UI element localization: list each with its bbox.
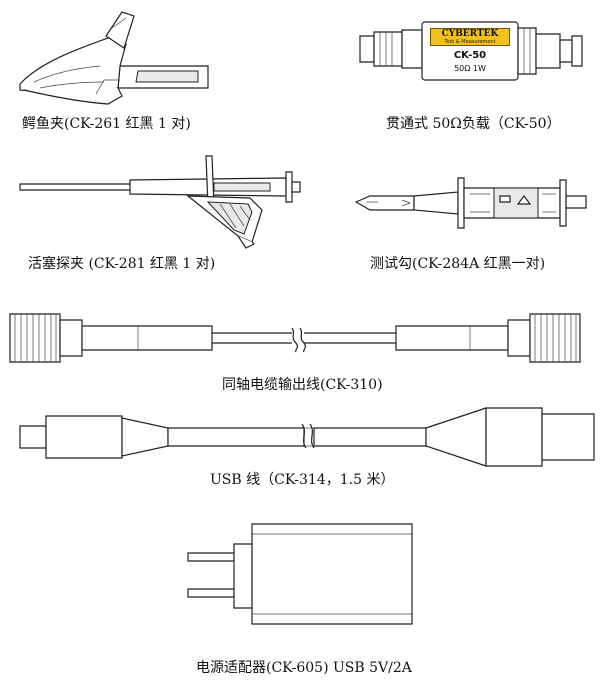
hook-caption: 测试勾(CK-284A 红黑一对) xyxy=(370,256,546,272)
plunger-caption: 活塞探夹 (CK-281 红黑 1 对) xyxy=(28,256,216,272)
plunger-clip xyxy=(20,156,300,248)
load-caption: 贯通式 50Ω负载（CK-50） xyxy=(386,116,561,132)
load-rating-label: 50Ω 1W xyxy=(454,64,486,73)
usb-cable xyxy=(20,408,594,466)
load-brand-name: CYBERTEK xyxy=(441,29,499,39)
usb-caption: USB 线（CK-314，1.5 米） xyxy=(210,472,395,488)
adapter-caption: 电源适配器(CK-605) USB 5V/2A xyxy=(196,660,412,676)
test-hook xyxy=(356,178,586,228)
alligator-clip xyxy=(20,12,208,104)
load-model-label: CK-50 xyxy=(453,50,487,61)
alligator-caption: 鳄鱼夹(CK-261 红黑 1 对) xyxy=(22,116,191,132)
load-brand-label: CYBERTEK Test & Measurement xyxy=(430,28,510,46)
load-brand-subtitle: Test & Measurement xyxy=(444,39,496,45)
power-adapter xyxy=(188,524,412,624)
coax-caption: 同轴电缆输出线(CK-310) xyxy=(222,377,383,393)
coax-cable xyxy=(10,314,580,362)
